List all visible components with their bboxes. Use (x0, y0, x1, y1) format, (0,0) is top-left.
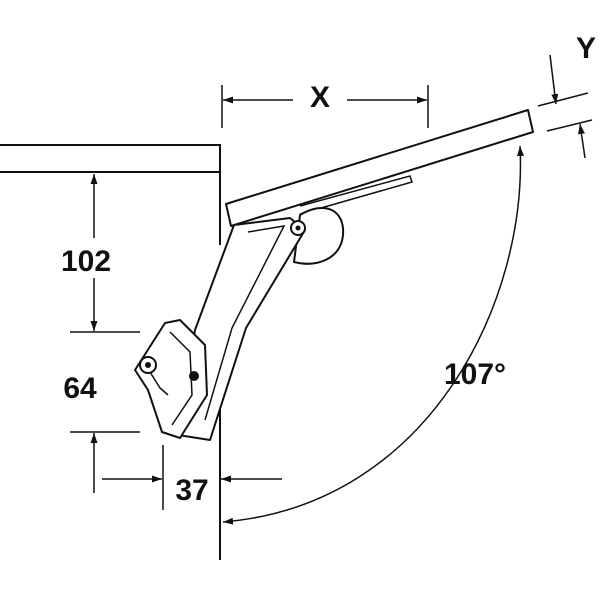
dimension-102-label: 102 (61, 245, 111, 278)
dimension-y-label: Y (576, 32, 596, 65)
dimension-y: Y (537, 32, 596, 159)
dimension-64: 64 (63, 372, 140, 493)
opening-angle-label: 107° (444, 358, 506, 391)
dimension-x: X (221, 81, 429, 128)
opening-angle: 107° (222, 145, 525, 525)
dimension-102: 102 (61, 174, 140, 333)
mechanism-body (134, 319, 208, 439)
dimension-37-label: 37 (175, 474, 208, 507)
dimension-37: 37 (102, 445, 282, 510)
dimension-64-label: 64 (63, 372, 97, 405)
pivot-screw-lower (139, 356, 157, 374)
cabinet-top-panel (0, 144, 221, 173)
dimension-x-label: X (310, 81, 330, 114)
pivot-screw-upper (290, 220, 306, 236)
flap-door (225, 109, 534, 227)
pivot-pin (189, 371, 199, 381)
